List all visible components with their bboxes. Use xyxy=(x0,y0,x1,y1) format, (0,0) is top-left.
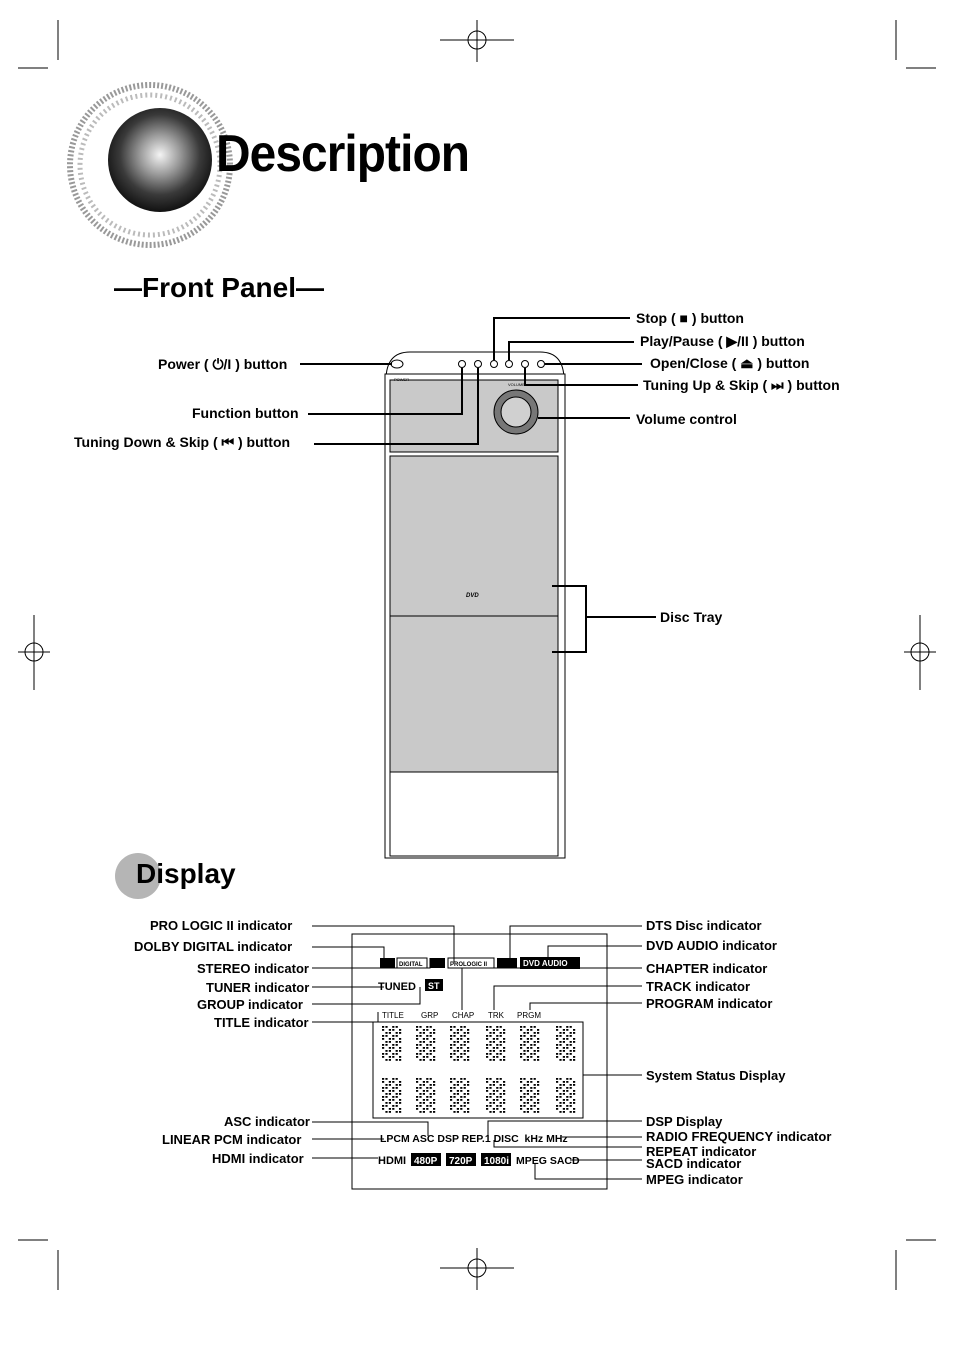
panel-text-trk: TRK xyxy=(488,1011,505,1020)
mpeg-label: MPEG indicator xyxy=(646,1172,743,1187)
track-label: TRACK indicator xyxy=(646,979,750,994)
panel-text-r1080: 1080i xyxy=(484,1156,509,1167)
panel-text-mpeg-sacd: MPEG SACD xyxy=(516,1155,580,1167)
sacd-label: SACD indicator xyxy=(646,1156,742,1171)
panel-text-st: ST xyxy=(428,981,440,991)
panel-text-tuned: TUNED xyxy=(378,981,416,993)
dts-label: DTS Disc indicator xyxy=(646,918,762,933)
pro-logic-label: PRO LOGIC II indicator xyxy=(150,918,293,933)
dsp-label: DSP Display xyxy=(646,1114,723,1129)
stop-button-label: Stop ( ■ ) button xyxy=(636,310,744,326)
panel-text-bottom-row: LPCM ASC DSP REP.1 DISC kHz MHz xyxy=(380,1133,568,1145)
system-status-label: System Status Display xyxy=(646,1068,786,1083)
dvd-logo: DVD xyxy=(466,593,479,599)
front-panel-heading-text: Front Panel xyxy=(142,272,297,303)
play-pause-label: Play/Pause ( ▶/II ) button xyxy=(640,333,805,349)
panel-text-dvd-audio: DVD AUDIO xyxy=(523,959,568,968)
disc-graphic xyxy=(67,82,233,248)
panel-text-hdmi: HDMI xyxy=(378,1155,406,1167)
power-button-label: Power ( ⏻/I ) button xyxy=(158,356,288,372)
display-bullet xyxy=(115,853,161,899)
disc-tray-label: Disc Tray xyxy=(660,609,723,625)
front-panel-heading: —Front Panel— xyxy=(114,272,325,303)
device-power-text: POWER xyxy=(394,377,409,382)
program-label: PROGRAM indicator xyxy=(646,996,773,1011)
function-button-label: Function button xyxy=(192,405,299,421)
page-title: Description xyxy=(216,125,470,183)
title-indicator-label: TITLE indicator xyxy=(214,1015,309,1030)
dolby-digital-label: DOLBY DIGITAL indicator xyxy=(134,939,293,954)
repeat-label: REPEAT indicator xyxy=(646,1144,757,1159)
segment-matrix xyxy=(382,1026,576,1113)
panel-indicators xyxy=(380,957,580,1166)
panel-text-chap: CHAP xyxy=(452,1011,474,1020)
dvd-audio-label: DVD AUDIO indicator xyxy=(646,938,777,953)
stereo-label: STEREO indicator xyxy=(197,961,309,976)
device-outline xyxy=(384,351,566,859)
panel-text-r720: 720P xyxy=(449,1156,473,1167)
panel-text-prgm: PRGM xyxy=(517,1011,541,1020)
panel-text-prologic: PROLOGIC II xyxy=(450,962,487,968)
crop-marks xyxy=(18,20,936,1290)
radio-frequency-label: RADIO FREQUENCY indicator xyxy=(646,1129,832,1144)
chapter-label: CHAPTER indicator xyxy=(646,961,768,976)
display-panel xyxy=(351,933,608,1190)
panel-text-title: TITLE xyxy=(382,1011,404,1020)
front-leaders xyxy=(300,317,656,653)
group-label: GROUP indicator xyxy=(197,997,303,1012)
tuning-down-label: Tuning Down & Skip ( ⏮ ) button xyxy=(74,434,291,450)
asc-label: ASC indicator xyxy=(224,1114,310,1129)
tuner-label: TUNER indicator xyxy=(206,980,310,995)
display-heading: Display xyxy=(136,858,236,889)
hdmi-label: HDMI indicator xyxy=(212,1151,304,1166)
lpcm-label: LINEAR PCM indicator xyxy=(162,1132,302,1147)
volume-control-label: Volume control xyxy=(636,411,737,427)
panel-text-grp: GRP xyxy=(421,1011,438,1020)
panel-text-digital: DIGITAL xyxy=(399,962,423,968)
tuning-up-label: Tuning Up & Skip ( ⏭ ) button xyxy=(643,377,840,393)
panel-text-r480: 480P xyxy=(414,1156,438,1167)
device-volume-text: VOLUME xyxy=(508,382,525,387)
open-close-label: Open/Close ( ⏏ ) button xyxy=(650,355,810,371)
